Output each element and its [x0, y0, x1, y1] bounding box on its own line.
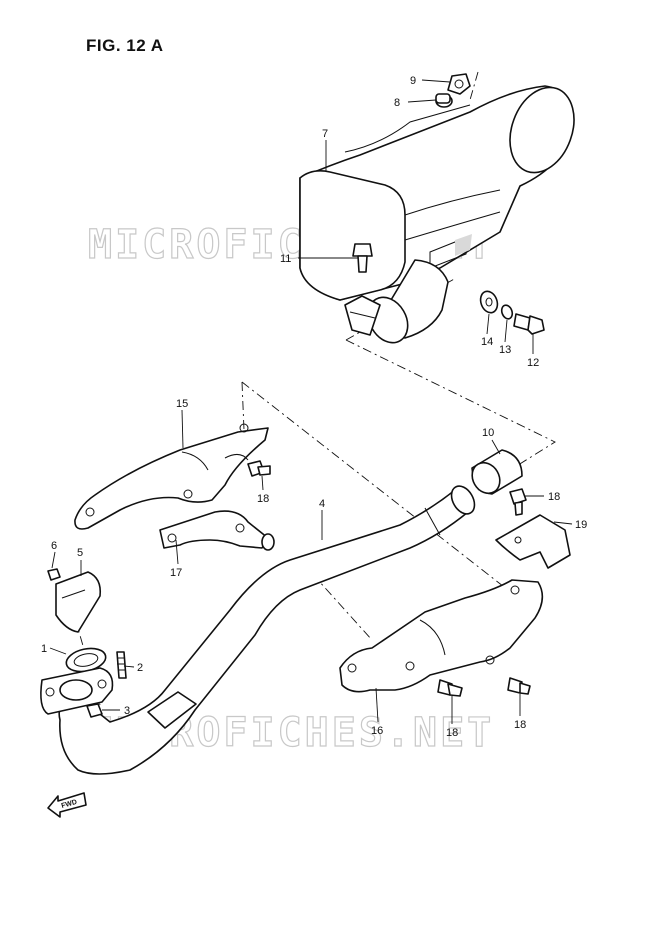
leader-18a — [261, 475, 264, 491]
leader-2 — [123, 665, 135, 668]
leader-13 — [504, 319, 508, 343]
leader-17 — [175, 539, 179, 565]
callout-18-upper-left: 18 — [257, 493, 269, 505]
bracket-15 — [74, 423, 269, 530]
callout-9: 9 — [410, 75, 416, 87]
figure-title: FIG. 12 A — [86, 36, 164, 55]
callout-4: 4 — [319, 498, 325, 510]
callout-12: 12 — [527, 357, 539, 369]
bracket-19 — [495, 514, 571, 569]
callout-10: 10 — [482, 427, 494, 439]
lock-washer-13 — [500, 304, 514, 320]
callout-7: 7 — [322, 128, 328, 140]
washer-14 — [479, 290, 499, 314]
callout-2: 2 — [137, 662, 143, 674]
callout-15: 15 — [176, 398, 188, 410]
stud-bolt-2 — [116, 651, 127, 679]
callout-18-upper-right: 18 — [548, 491, 560, 503]
screw-6 — [47, 568, 61, 581]
callout-18-lower-right: 18 — [514, 719, 526, 731]
centerline-bracket-17 — [299, 559, 373, 641]
grommet-8 — [435, 93, 453, 108]
callout-17: 17 — [170, 567, 182, 579]
bolt-18-lower-right — [507, 677, 531, 695]
callout-11: 11 — [280, 253, 291, 265]
centerline-muffler-top — [469, 71, 479, 101]
bolt-18-upper-right — [509, 488, 527, 516]
leader-9 — [421, 79, 451, 83]
leader-14 — [486, 313, 490, 335]
leader-6 — [51, 551, 56, 569]
callout-8: 8 — [394, 97, 400, 109]
callout-1: 1 — [41, 643, 47, 655]
heat-shield-16 — [339, 579, 544, 693]
cover-plate-5 — [55, 571, 102, 633]
callout-6: 6 — [51, 540, 57, 552]
bolt-18-upper-left — [247, 460, 271, 477]
bolt-18-lower-mid — [437, 679, 463, 697]
callout-14: 14 — [481, 336, 493, 348]
leader-19 — [553, 521, 573, 525]
bolt-11 — [352, 243, 373, 273]
connector-sleeve-10 — [471, 449, 523, 495]
cap-nut-9 — [447, 73, 471, 95]
leader-15 — [181, 409, 184, 449]
bracket-17 — [159, 510, 275, 551]
fwd-label: FWD — [61, 799, 78, 810]
gasket-1 — [65, 647, 107, 673]
leader-1 — [49, 647, 67, 655]
centerline-muffler-joint — [345, 339, 556, 491]
callout-3: 3 — [124, 705, 130, 717]
callout-5: 5 — [77, 547, 83, 559]
leader-10 — [491, 439, 501, 455]
forward-direction-arrow: FWD — [47, 792, 87, 818]
exhaust-flange — [40, 667, 114, 715]
bolt-12 — [513, 313, 545, 335]
muffler — [299, 85, 575, 344]
nut-3 — [86, 703, 103, 718]
centerline-bracket-15 — [241, 381, 245, 431]
callout-19: 19 — [575, 519, 587, 531]
callout-16: 16 — [371, 725, 383, 737]
leader-8 — [407, 99, 437, 103]
callout-18-lower-mid: 18 — [446, 727, 458, 739]
leader-16 — [375, 687, 379, 723]
callout-13: 13 — [499, 344, 511, 356]
exhaust-pipe-4 — [58, 485, 476, 775]
